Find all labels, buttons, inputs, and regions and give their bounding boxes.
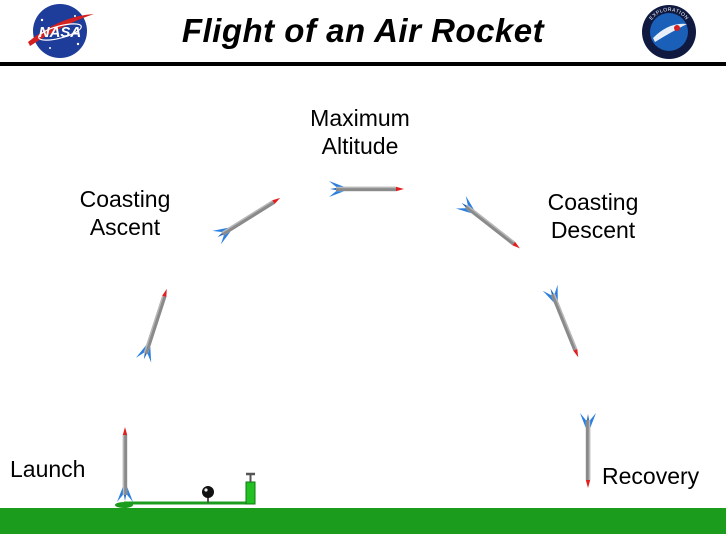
label-launch: Launch	[10, 456, 86, 482]
label-coasting-descent-line1: Coasting	[547, 189, 639, 215]
label-maximum-altitude-line2: Altitude	[321, 133, 399, 159]
ground	[0, 508, 726, 534]
rocket-max-altitude	[329, 181, 404, 197]
air-pump	[245, 481, 256, 505]
header-divider	[0, 62, 726, 66]
nasa-logo-text: NASA	[39, 24, 82, 41]
rocket-ascent-low	[135, 286, 175, 363]
label-maximum-altitude-line1: Maximum	[310, 105, 410, 131]
exploration-logo: EXPLORATION	[642, 5, 696, 59]
rocket-launch	[117, 427, 133, 502]
label-coasting-ascent-line1: Coasting	[79, 186, 171, 212]
header: NASA Flight of an Air Rocket EXPLORATION	[0, 0, 726, 62]
label-recovery: Recovery	[602, 463, 700, 489]
label-coasting-ascent-line2: Ascent	[89, 214, 161, 240]
rocket-descent-high	[455, 195, 525, 255]
label-coasting-descent: Coasting Descent	[528, 188, 658, 244]
pressure-gauge	[202, 486, 214, 498]
label-coasting-descent-line2: Descent	[550, 217, 636, 243]
rocket-descent-low	[542, 284, 586, 361]
page-title: Flight of an Air Rocket	[181, 12, 545, 49]
rocket-ascent-high	[212, 191, 285, 245]
label-coasting-ascent: Coasting Ascent	[60, 185, 190, 241]
nasa-logo: NASA	[28, 4, 94, 58]
launch-pad	[115, 502, 133, 508]
label-maximum-altitude: Maximum Altitude	[290, 104, 430, 160]
rocket-recovery	[580, 413, 596, 488]
